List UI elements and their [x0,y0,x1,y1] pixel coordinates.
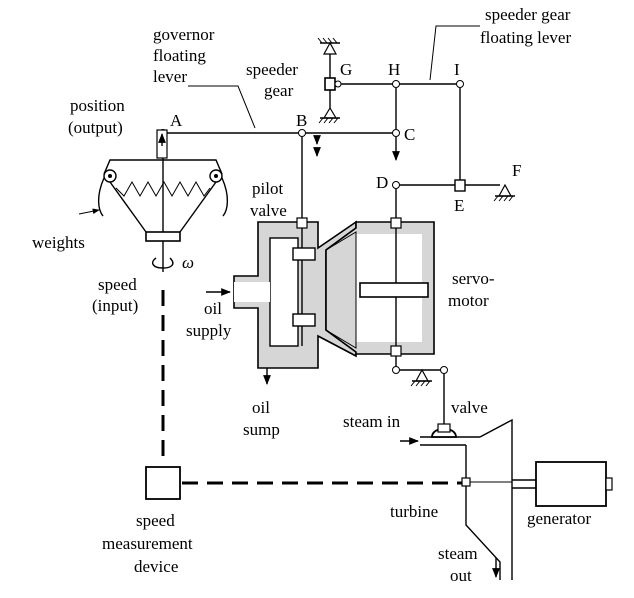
speed-input-label: speed (input) [92,275,141,315]
point-e: E [454,196,464,215]
speed-measurement-device-label: speed measurement device [102,511,197,576]
point-f: F [512,161,521,180]
servomotor [325,217,435,370]
speeder-gear-floating-lever-bar [341,80,464,180]
steam-in-label: steam in [343,412,401,431]
oil-supply-label: oil supply [186,299,232,340]
omega-label: ω [182,253,194,272]
point-c: C [404,125,415,144]
point-g: G [340,60,352,79]
pilot-valve-label: pilot valve [250,179,287,220]
turbine [400,418,536,580]
point-h: H [388,60,400,79]
valve-label: valve [451,398,488,417]
speeder-gear-floating-lever-label: speeder gear floating lever [480,5,575,47]
turbine-label: turbine [390,502,438,521]
flyball-governor [97,158,229,272]
point-i: I [454,60,460,79]
weights-label: weights [32,233,85,252]
speeder-gear [317,37,342,124]
governor-floating-lever-bar [159,129,400,137]
speeder-gear-label: speeder gear [246,60,302,100]
weights-pointer [78,208,100,215]
governor-lever-leader [188,85,256,129]
point-d: D [376,173,388,192]
speed-measurement-device-box [145,466,181,500]
valve-linkage [392,366,448,424]
position-output-arrow [156,129,168,159]
steam-out-label: steam out [438,544,482,585]
point-b: B [296,111,307,130]
feedback-lever [392,179,515,222]
oil-sump-label: oil sump [243,398,280,439]
position-output-label: position (output) [68,96,129,137]
generator [535,461,613,507]
servo-motor-label: servo- motor [448,269,499,310]
generator-label: generator [527,509,592,528]
speeder-lever-leader [429,25,480,81]
governor-floating-lever-label: governor floating lever [153,25,219,86]
point-a: A [170,111,183,130]
